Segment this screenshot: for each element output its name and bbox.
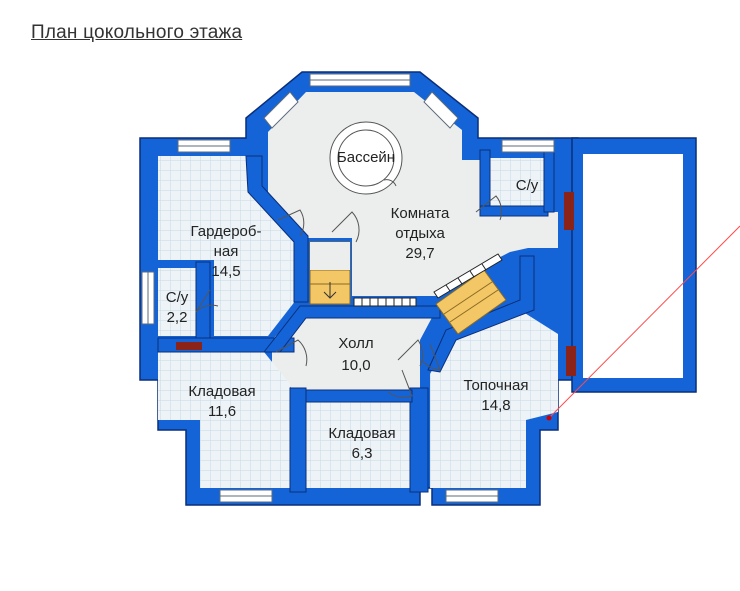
storage-mid-label: Кладовая bbox=[328, 425, 395, 442]
pointer-line bbox=[546, 225, 740, 421]
hall-area: 10,0 bbox=[341, 357, 370, 374]
boiler-area: 14,8 bbox=[481, 397, 510, 414]
storage-left-label: Кладовая bbox=[188, 383, 255, 400]
interior-walls bbox=[157, 149, 555, 493]
page-title: План цокольного этажа bbox=[31, 22, 243, 43]
wardrobe-area: 14,5 bbox=[211, 263, 240, 280]
doors bbox=[195, 195, 503, 398]
bath-left-area: 2,2 bbox=[167, 309, 188, 326]
lounge-name-line1: Комната bbox=[391, 205, 450, 222]
wardrobe-floor bbox=[158, 156, 296, 336]
stairs-right bbox=[435, 269, 507, 335]
pool bbox=[329, 121, 403, 195]
boiler-label: Топочная bbox=[463, 377, 528, 394]
storage-mid-floor bbox=[306, 402, 410, 488]
bath-left-floor bbox=[158, 268, 196, 336]
annex-floor bbox=[583, 154, 683, 378]
wardrobe-name-line2: ная bbox=[214, 243, 239, 260]
railings bbox=[353, 253, 503, 307]
lounge-area: 29,7 bbox=[405, 245, 434, 262]
bath-left-label: С/у bbox=[166, 289, 189, 306]
hall-floor bbox=[272, 310, 436, 396]
windows bbox=[141, 73, 555, 503]
stairs-left bbox=[309, 241, 351, 305]
pool-label: Бассейн bbox=[337, 149, 395, 166]
storage-left-area: 11,6 bbox=[208, 403, 236, 420]
storage-mid-area: 6,3 bbox=[352, 445, 373, 462]
wardrobe-name-line1: Гардероб- bbox=[191, 223, 262, 240]
storage-left-floor bbox=[158, 352, 290, 488]
bath-right-label: С/у bbox=[516, 177, 539, 194]
radiators bbox=[176, 192, 576, 376]
hall-label: Холл bbox=[338, 335, 373, 352]
boiler-floor bbox=[430, 310, 558, 488]
lounge-name-line2: отдыха bbox=[395, 225, 445, 242]
